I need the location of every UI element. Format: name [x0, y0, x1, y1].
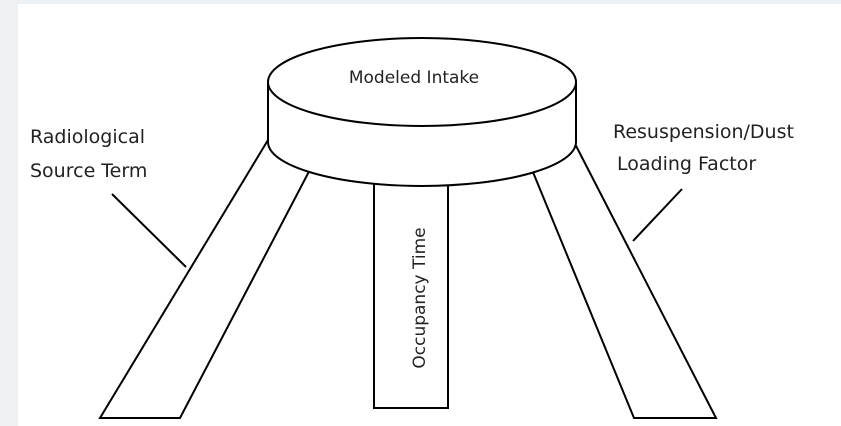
left-label-line2: Source Term — [30, 160, 147, 182]
right-label-line1: Resuspension/Dust — [613, 121, 794, 143]
center-leg-label: Occupancy Time — [410, 227, 430, 368]
center-leg — [373, 183, 449, 409]
left-label-line1: Radiological — [30, 126, 145, 148]
right-leader-line — [632, 188, 683, 242]
seat-top — [267, 37, 577, 127]
right-label-line2: Loading Factor — [617, 153, 756, 175]
left-leader-line — [111, 193, 187, 268]
seat-label: Modeled Intake — [349, 68, 479, 88]
right-leg — [526, 136, 718, 419]
